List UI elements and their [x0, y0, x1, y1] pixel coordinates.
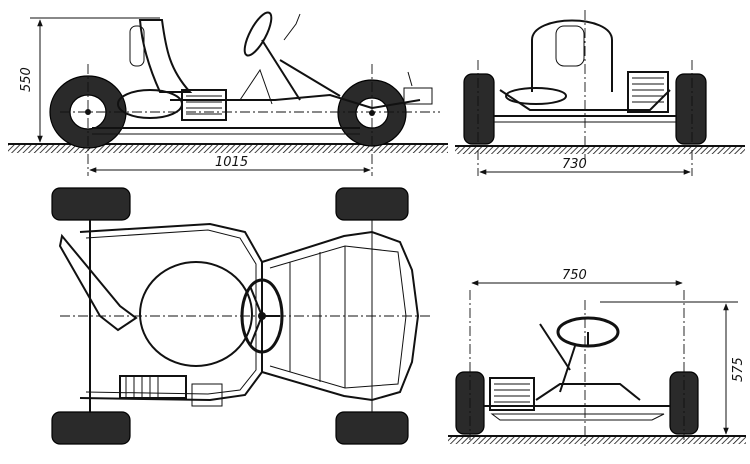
side-height-dimension: 550: [19, 17, 160, 143]
rear-right-wheel: [675, 73, 707, 145]
top-seat: [139, 261, 253, 367]
top-rear-left-wheel: [51, 187, 131, 221]
front-track-dimension: 750: [471, 268, 683, 286]
front-engine: [489, 377, 535, 411]
side-steering: [243, 11, 341, 101]
front-height-label: 575: [731, 357, 746, 382]
front-height-dimension: 575: [600, 301, 746, 435]
rear-left-wheel: [463, 73, 495, 145]
top-front-left-wheel: [335, 187, 409, 221]
front-steering-wheel: [539, 316, 620, 393]
top-frame: [79, 222, 263, 402]
side-ground: [8, 144, 448, 153]
top-exhaust: [58, 233, 138, 332]
top-rear-right-wheel: [51, 411, 131, 445]
front-track-label: 750: [562, 268, 587, 283]
side-height-label: 550: [19, 67, 34, 92]
wheelbase-label: 1015: [215, 155, 248, 170]
wheelbase-dimension: 1015: [89, 155, 371, 173]
top-engine: [119, 375, 223, 407]
side-frame: [92, 68, 433, 135]
side-engine: [117, 89, 227, 121]
rear-view: 730: [455, 10, 745, 176]
front-view: 750 575: [448, 268, 746, 446]
front-ground: [448, 436, 746, 444]
side-seat: [129, 19, 193, 93]
rear-track-label: 730: [562, 157, 587, 172]
rear-ground: [455, 146, 745, 154]
rear-engine: [505, 71, 669, 113]
top-view: [51, 187, 432, 445]
rear-seat: [531, 19, 613, 92]
top-front-bumper: [261, 230, 420, 402]
top-front-right-wheel: [335, 411, 409, 445]
side-view: 550: [8, 11, 448, 176]
rear-track-dimension: 730: [479, 157, 691, 175]
